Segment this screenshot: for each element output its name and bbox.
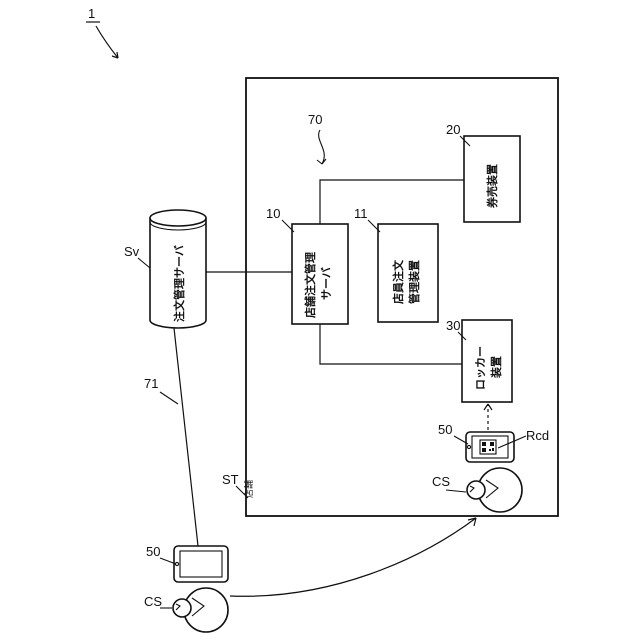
figure-ref-leader: [96, 26, 118, 58]
locker-device-ref-label: 30: [446, 318, 460, 333]
store-label: 店舗: [243, 480, 255, 498]
order-server-ref-leader: [138, 258, 150, 268]
network-71-line: [174, 328, 198, 546]
customer-movement-arrow: [230, 518, 476, 596]
staff-device-ref-label: 11: [354, 206, 368, 221]
store-ref-label: ST: [222, 472, 239, 487]
locker-device-label-line2: 装置: [489, 356, 503, 379]
store-server-label-line2: サーバ: [320, 267, 333, 300]
staff-device-label-line1: 店員注文: [391, 259, 405, 304]
network-70-ref-label: 70: [308, 112, 322, 127]
ticket-device-ref-label: 20: [446, 122, 460, 137]
terminal-inside-ref-label: 50: [438, 422, 452, 437]
locker-device-label-line1: ロッカー: [474, 346, 487, 390]
store-server-ref-label: 10: [266, 206, 280, 221]
store-server-label-line1: 店舗注文管理: [303, 252, 317, 318]
customer-outside-icon: [173, 588, 228, 632]
customer-inside-ref-label: CS: [432, 474, 450, 489]
code-ref-label: Rcd: [526, 428, 549, 443]
staff-device-label-line2: 管理装置: [407, 260, 421, 304]
figure-ref-label: 1: [88, 6, 95, 21]
locker-device-box: [462, 320, 512, 402]
terminal-inside: [466, 432, 514, 462]
network-71-ref-label: 71: [144, 376, 158, 391]
order-server-ref-label: Sv: [124, 244, 140, 259]
terminal-outside: [174, 546, 228, 582]
network-71-leader: [160, 392, 178, 404]
ticket-device-label: 券売装置: [485, 164, 499, 209]
order-server-label: 注文管理サーバ: [172, 245, 186, 322]
customer-outside-ref-label: CS: [144, 594, 162, 609]
terminal-outside-ref-label: 50: [146, 544, 160, 559]
